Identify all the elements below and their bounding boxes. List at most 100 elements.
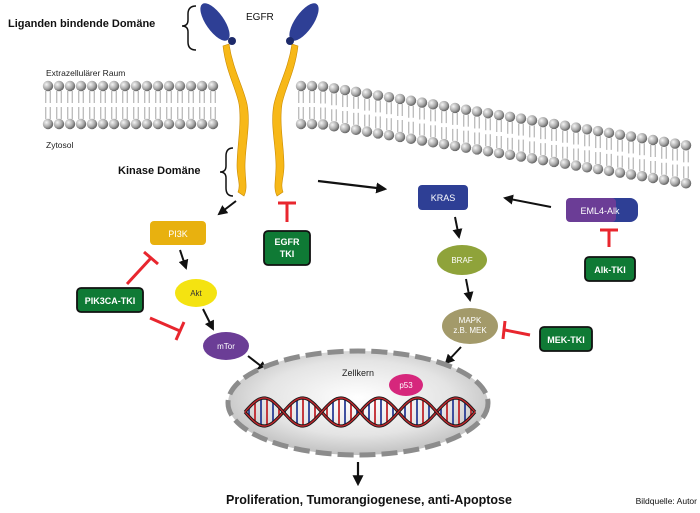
dna-double-helix	[243, 396, 477, 428]
mtor-node: mTor	[203, 332, 249, 360]
membrane-inner-head	[130, 118, 142, 130]
membrane-outer-head	[185, 80, 197, 92]
p53-label: p53	[399, 381, 413, 390]
membrane-inner-head	[75, 118, 87, 130]
mek-tki-label: MEK-TKI	[547, 335, 585, 345]
membrane-outer-head	[75, 80, 87, 92]
membrane-outer-head	[53, 80, 65, 92]
membrane-inner-head	[636, 171, 648, 182]
mek-tki-box: MEK-TKI	[539, 326, 593, 352]
mapk-label-line2: z.B. MEK	[453, 326, 487, 335]
membrane-inner-head	[680, 178, 692, 189]
membrane-inner-head	[152, 118, 164, 130]
kinase-domain-brace	[219, 147, 234, 197]
membrane-inner-head	[592, 163, 604, 175]
membrane-outer-head	[570, 122, 582, 133]
membrane-outer-head	[42, 80, 54, 92]
egfr-to-pi3k-arrow	[217, 200, 237, 216]
membrane-outer-head	[680, 140, 692, 151]
membrane-outer-head	[416, 97, 428, 108]
mek-tki-inhibition	[501, 320, 531, 340]
membrane-outer-head	[295, 80, 307, 92]
mapk-label-line1: MAPK	[459, 316, 482, 325]
membrane-outer-head	[625, 131, 637, 142]
membrane-outer-head	[196, 80, 208, 92]
membrane-outer-head	[427, 99, 439, 110]
membrane-outer-head	[339, 84, 351, 96]
membrane-inner-head	[163, 118, 175, 130]
pi3k-node: PI3K	[150, 221, 206, 245]
membrane-outer-head	[97, 80, 109, 92]
membrane-inner-head	[603, 165, 615, 177]
membrane-outer-head	[482, 108, 494, 119]
eml4-alk-node: EML4-Alk	[566, 198, 638, 222]
egfr-label: EGFR	[246, 12, 274, 23]
membrane-outer-head	[603, 127, 615, 139]
egfr-tki-inhibition	[278, 201, 296, 222]
source-label: Bildquelle: Autor	[636, 496, 698, 506]
membrane-outer-head	[207, 80, 219, 92]
egfr-tki-box: EGFR TKI	[263, 230, 311, 266]
membrane-outer-head	[361, 88, 373, 99]
mtor-label: mTor	[217, 342, 235, 351]
dna-strand-b-highlight	[244, 397, 476, 427]
membrane-inner-head	[328, 121, 340, 132]
membrane-inner-head	[86, 118, 98, 130]
membrane-inner-head	[207, 118, 219, 130]
extracellular-label: Extrazellulärer Raum	[46, 68, 125, 78]
mapk-to-nucleus-arrow	[444, 346, 462, 365]
membrane-outer-head	[669, 138, 681, 149]
eml4-alk-label: EML4-Alk	[580, 206, 620, 216]
kras-node: KRAS	[418, 185, 468, 210]
membrane-inner-head	[471, 144, 483, 155]
egfr-right-head	[289, 3, 319, 41]
membrane-outer-head	[559, 120, 571, 131]
kras-to-braf-arrow	[452, 216, 463, 239]
pik3ca-tki-label: PIK3CA-TKI	[85, 296, 136, 306]
egfr-right-hinge	[286, 37, 294, 45]
membrane-inner-head	[141, 118, 153, 130]
membrane-inner-head	[482, 146, 494, 157]
membrane-outer-head	[383, 91, 395, 103]
membrane-outer-head	[647, 134, 659, 146]
membrane-outer-head	[460, 104, 472, 115]
membrane-inner-head	[548, 156, 560, 168]
membrane-inner-head	[460, 142, 472, 153]
membrane-inner-head	[185, 118, 197, 130]
kinase-domain-label: Kinase Domäne	[118, 165, 201, 177]
pik3ca-to-pi3k-inhibition	[125, 250, 159, 286]
membrane-inner-head	[526, 153, 538, 164]
membrane-inner-head	[449, 140, 461, 152]
membrane-inner-head	[174, 118, 186, 130]
braf-to-mapk-arrow	[463, 278, 474, 302]
membrane-outer-head	[350, 86, 362, 98]
membrane-outer-head	[163, 80, 175, 92]
kras-label: KRAS	[431, 193, 456, 203]
membrane-inner-head	[537, 154, 549, 166]
membrane-outer-head	[372, 90, 384, 101]
alk-tki-box: Alk-TKI	[584, 256, 636, 282]
membrane-inner-head	[515, 151, 527, 162]
membrane-inner-head	[295, 118, 307, 130]
nucleus: Zellkern p53	[225, 348, 491, 458]
braf-label: BRAF	[451, 256, 472, 265]
membrane-inner-head	[350, 124, 362, 136]
membrane-outer-head	[64, 80, 76, 92]
egfr-tki-line2: TKI	[280, 249, 295, 259]
membrane-inner-head	[493, 147, 505, 159]
membrane-inner-head	[504, 149, 516, 161]
membrane-outer-head	[328, 83, 340, 94]
membrane-inner-head	[372, 128, 384, 139]
membrane-outer-head	[504, 111, 516, 123]
alk-to-kras-arrow	[503, 194, 552, 208]
membrane-inner-head	[53, 118, 65, 130]
membrane-inner-head	[438, 138, 450, 150]
egfr-left-hinge	[228, 37, 236, 45]
membrane-outer-head	[130, 80, 142, 92]
membrane-inner-head	[647, 172, 659, 184]
membrane-inner-head	[559, 158, 571, 169]
membrane-inner-head	[383, 129, 395, 141]
membrane-inner-head	[416, 135, 428, 146]
membrane-inner-head	[614, 167, 626, 178]
